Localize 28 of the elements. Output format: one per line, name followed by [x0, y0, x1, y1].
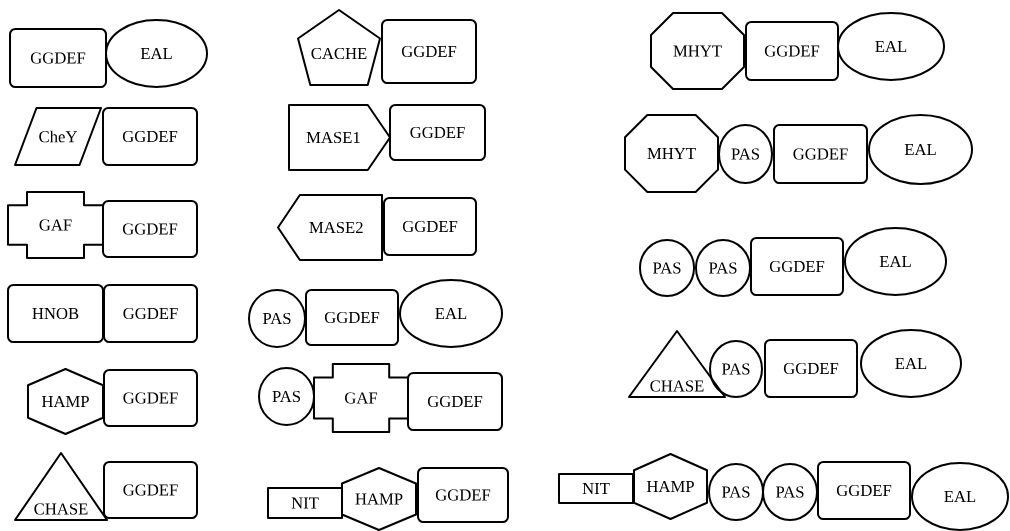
box: NIT — [267, 487, 343, 519]
rounded-box: GGDEF — [381, 19, 477, 84]
rounded-box: GGDEF — [417, 467, 509, 523]
parallelogram: CheY — [14, 107, 102, 166]
octagon: MHYT — [624, 114, 719, 193]
rounded-box: GGDEF — [383, 197, 477, 256]
rounded-box: GGDEF — [102, 200, 198, 258]
rounded-box: HNOB — [7, 284, 104, 343]
rounded-box: GGDEF — [103, 284, 198, 343]
rounded-box: GGDEF — [103, 369, 198, 427]
rounded-box: GGDEF — [305, 289, 399, 346]
hexagon: HAMP — [341, 467, 417, 531]
box: NIT — [558, 473, 634, 504]
rounded-box: GGDEF — [750, 237, 844, 296]
rounded-box: GGDEF — [817, 461, 911, 520]
rounded-box: GGDEF — [9, 28, 107, 88]
octagon: MHYT — [650, 12, 745, 90]
hexagon: HAMP — [27, 368, 104, 435]
rounded-box: GGDEF — [389, 104, 486, 161]
rounded-box: GGDEF — [102, 107, 198, 166]
rounded-box: GGDEF — [764, 339, 858, 398]
pentagon: CACHE — [297, 9, 381, 86]
triangle: CHASE — [14, 452, 108, 521]
hexagon: HAMP — [633, 453, 708, 520]
rounded-box: GGDEF — [745, 21, 839, 81]
rounded-box: GGDEF — [773, 124, 868, 184]
rounded-box: GGDEF — [103, 461, 198, 519]
rounded-box: GGDEF — [407, 372, 503, 431]
